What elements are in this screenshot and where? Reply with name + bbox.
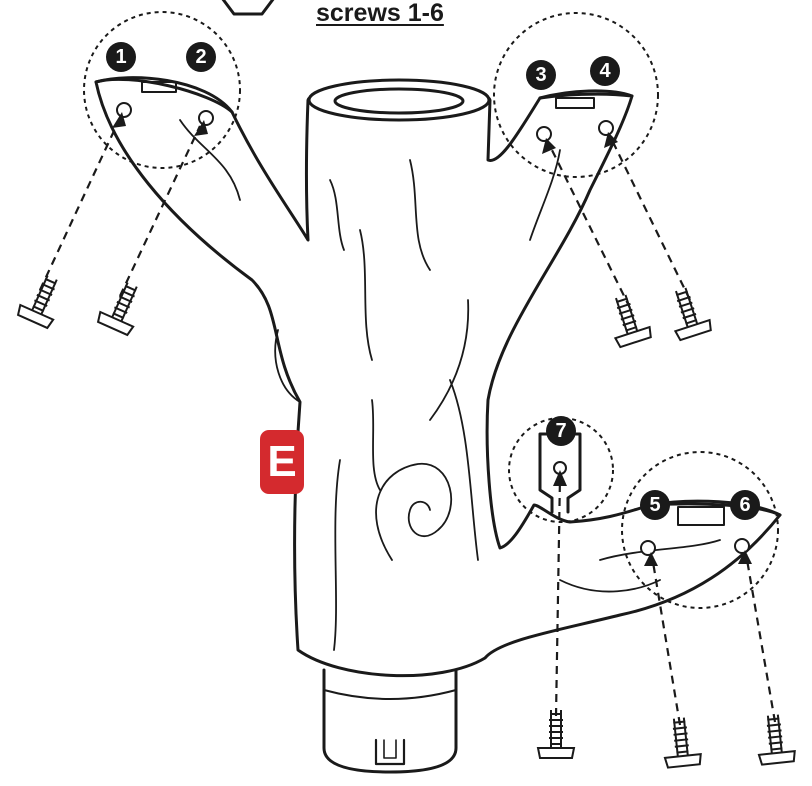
callout-7: 7: [546, 416, 576, 446]
screw-hole-6: [735, 539, 749, 553]
callout-5: 5: [640, 490, 670, 520]
screw-2: [96, 277, 148, 335]
screw-hole-4: [599, 121, 613, 135]
screw-hole-2: [199, 111, 213, 125]
screw-path-6: [746, 554, 775, 722]
screw-5: [661, 716, 702, 768]
screw-path-1: [40, 118, 120, 290]
callout-4: 4: [590, 56, 620, 86]
screw-hole-5: [641, 541, 655, 555]
screw-1: [16, 270, 68, 328]
screw-hole-3: [537, 127, 551, 141]
callout-6: 6: [730, 490, 760, 520]
callout-3: 3: [526, 60, 556, 90]
screw-hole-1: [117, 103, 131, 117]
screw-7: [538, 710, 574, 758]
callout-1: 1: [106, 42, 136, 72]
screw-3: [604, 291, 653, 348]
hexagon-partial: [222, 0, 274, 14]
trunk-outline: [96, 79, 780, 675]
part-label-e: E: [260, 430, 304, 494]
diagram-heading: screws 1-6: [316, 0, 444, 30]
bottom-post: [324, 670, 456, 772]
callout-2: 2: [186, 42, 216, 72]
screw-4: [664, 284, 713, 341]
screw-path-4: [610, 136, 690, 300]
